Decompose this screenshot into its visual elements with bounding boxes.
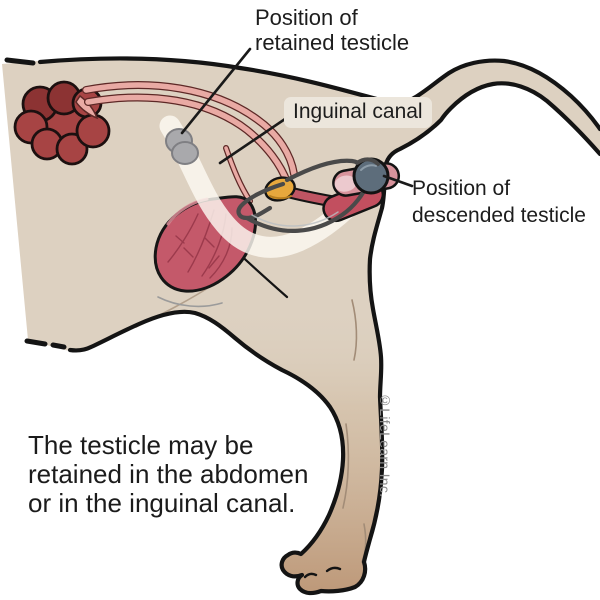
leg-crease-lower (342, 423, 350, 509)
spermatic-cord-vessels (82, 81, 298, 204)
label-descended-line2: descended testicle (412, 204, 586, 227)
prostate-shade (269, 195, 292, 200)
kidney-lobe (75, 113, 111, 149)
retained-testicle-marker (165, 128, 199, 165)
label-inguinal-canal: Inguinal canal (284, 97, 432, 128)
cord-pink-fill (85, 94, 290, 185)
toe-crease-1 (303, 572, 318, 579)
genital-structures (236, 157, 401, 234)
penis-highlight (334, 175, 357, 192)
epididymis-cap (355, 157, 380, 166)
leader-retained (180, 47, 252, 135)
cut-dash-bottom-1 (24, 338, 48, 347)
testicle-highlight (360, 164, 377, 171)
leg-crease-upper (351, 299, 358, 361)
leader-descended (382, 174, 414, 188)
toe-crease-2 (325, 566, 342, 573)
prostate-gland (264, 176, 296, 202)
ureter-fill (224, 146, 252, 203)
caption-line1: The testicle may be (28, 430, 254, 460)
kidney-shape (13, 80, 111, 166)
label-retained-line1: Position of (255, 5, 358, 30)
figure-caption: The testicle may be retained in the abdo… (28, 431, 308, 518)
leader-lines (180, 47, 414, 188)
label-descended-testicle: Position of descended testicle (412, 175, 586, 229)
cord-pink-fill (83, 82, 297, 177)
label-descended-line1: Position of (412, 177, 511, 200)
leader-inguinal (218, 115, 290, 165)
cut-dash-top (4, 57, 36, 66)
cut-dash-bottom-2 (50, 342, 67, 350)
caption-line2: retained in the abdomen (28, 459, 309, 489)
rear-leg-belly-outline (67, 81, 600, 596)
label-retained-line2: retained testicle (255, 29, 410, 55)
copyright-credit: ©LifeLearn Inc. (377, 392, 393, 498)
bladder-shadow-line (157, 296, 223, 308)
caption-line3: or in the inguinal canal. (28, 488, 296, 518)
label-retained-testicle: Position of retained testicle (255, 5, 410, 55)
ductus-highlight (251, 211, 339, 227)
